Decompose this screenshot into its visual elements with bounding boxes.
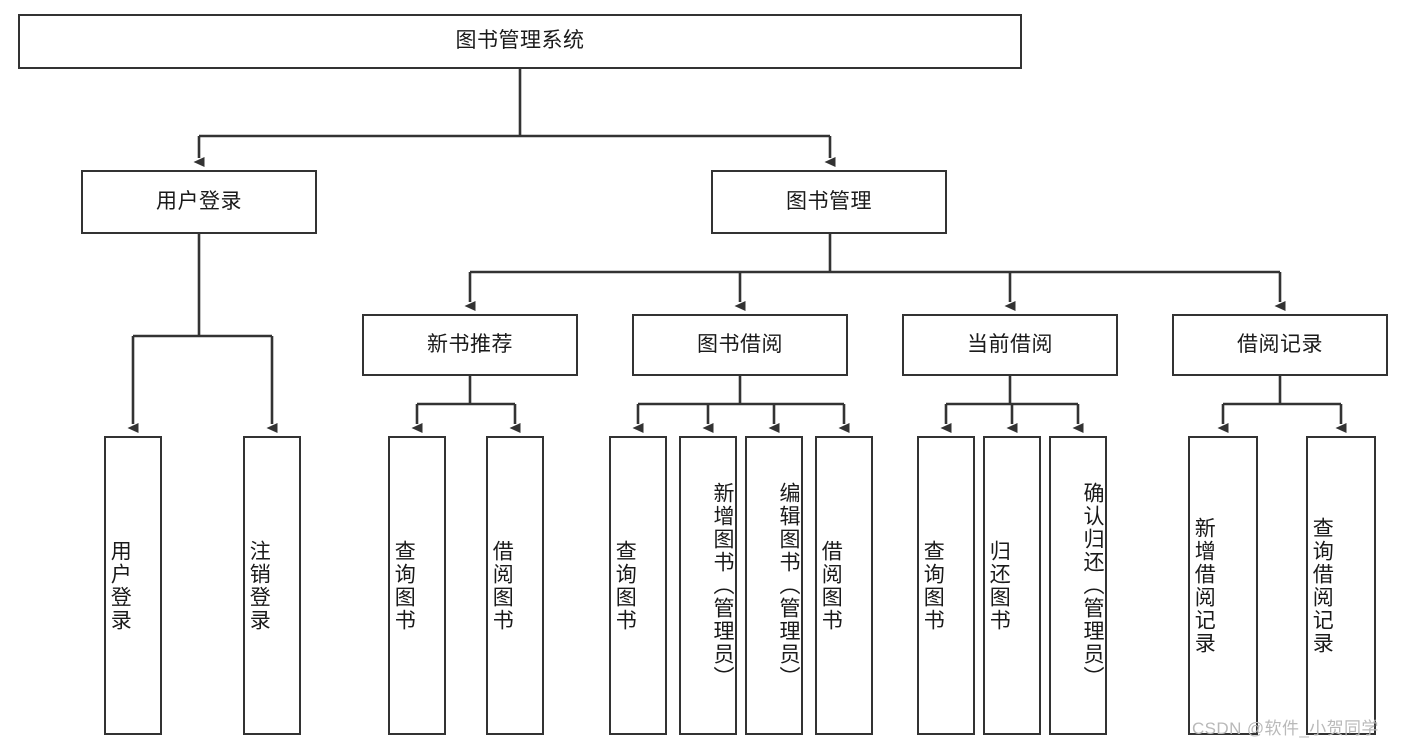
node-new-book-recommend[interactable]: 新书推荐 [362,314,578,376]
leaf-query-borrow-record-label: 查询借阅记录 [1310,516,1334,655]
node-borrow-record-label: 借阅记录 [1237,332,1323,356]
node-user-login-label: 用户登录 [156,189,242,213]
leaf-add-borrow-record-label: 新增借阅记录 [1192,516,1216,655]
leaf-user-login[interactable]: 用户登录 [104,436,162,735]
leaf-query-book-current[interactable]: 查询图书 [917,436,975,735]
node-book-borrow-label: 图书借阅 [697,332,783,356]
leaf-borrow-book-label: 借阅图书 [819,539,843,632]
leaf-edit-book-admin-label: 编辑图书（管理员） [777,482,800,689]
node-book-management-label: 图书管理 [786,189,872,213]
leaf-add-book-admin-label: 新增图书（管理员） [711,482,734,689]
leaf-query-book-borrow[interactable]: 查询图书 [609,436,667,735]
leaf-return-book-label: 归还图书 [987,539,1011,632]
leaf-query-book-recommend[interactable]: 查询图书 [388,436,446,735]
node-current-borrow[interactable]: 当前借阅 [902,314,1118,376]
node-new-book-recommend-label: 新书推荐 [427,332,513,356]
node-book-borrow[interactable]: 图书借阅 [632,314,848,376]
leaf-edit-book-admin[interactable]: 编辑图书（管理员） [745,436,803,735]
node-book-management[interactable]: 图书管理 [711,170,947,234]
leaf-add-book-admin[interactable]: 新增图书（管理员） [679,436,737,735]
leaf-borrow-book-recommend-label: 借阅图书 [490,539,514,632]
leaf-logout-login-label: 注销登录 [247,539,271,632]
leaf-query-book-recommend-label: 查询图书 [392,539,416,632]
leaf-confirm-return-admin-label: 确认归还（管理员） [1081,482,1104,689]
leaf-query-book-current-label: 查询图书 [921,539,945,632]
leaf-query-borrow-record[interactable]: 查询借阅记录 [1306,436,1376,735]
node-user-login[interactable]: 用户登录 [81,170,317,234]
leaf-borrow-book[interactable]: 借阅图书 [815,436,873,735]
leaf-confirm-return-admin[interactable]: 确认归还（管理员） [1049,436,1107,735]
node-root[interactable]: 图书管理系统 [18,14,1022,69]
node-borrow-record[interactable]: 借阅记录 [1172,314,1388,376]
leaf-borrow-book-recommend[interactable]: 借阅图书 [486,436,544,735]
node-current-borrow-label: 当前借阅 [967,332,1053,356]
leaf-query-book-borrow-label: 查询图书 [613,539,637,632]
csdn-watermark: CSDN @软件_小贺同学 [1192,719,1379,738]
leaf-logout-login[interactable]: 注销登录 [243,436,301,735]
leaf-user-login-label: 用户登录 [108,539,132,632]
leaf-return-book[interactable]: 归还图书 [983,436,1041,735]
leaf-add-borrow-record[interactable]: 新增借阅记录 [1188,436,1258,735]
node-root-label: 图书管理系统 [455,29,585,53]
